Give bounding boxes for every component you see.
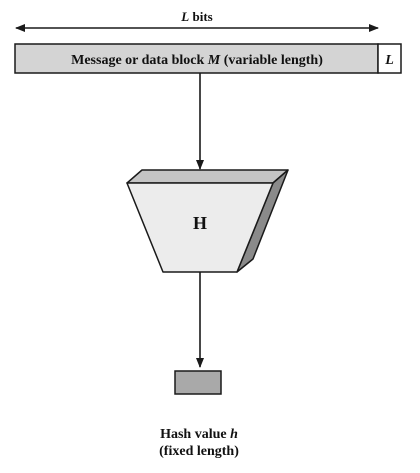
message-block-label: Message or data block M (variable length…	[71, 53, 323, 68]
hash-value-block	[174, 370, 222, 395]
funnel-top-face	[126, 169, 289, 184]
length-field-label: L	[384, 53, 394, 68]
hash-function-label: H	[193, 213, 207, 233]
hash-value-label: Hash value h	[160, 427, 238, 442]
hash-function-box	[126, 169, 289, 273]
length-dimension-label: L bits	[180, 9, 212, 24]
funnel-front-face	[126, 182, 274, 273]
length-field-box	[377, 43, 402, 74]
hash-value-length-label: (fixed length)	[159, 444, 239, 459]
